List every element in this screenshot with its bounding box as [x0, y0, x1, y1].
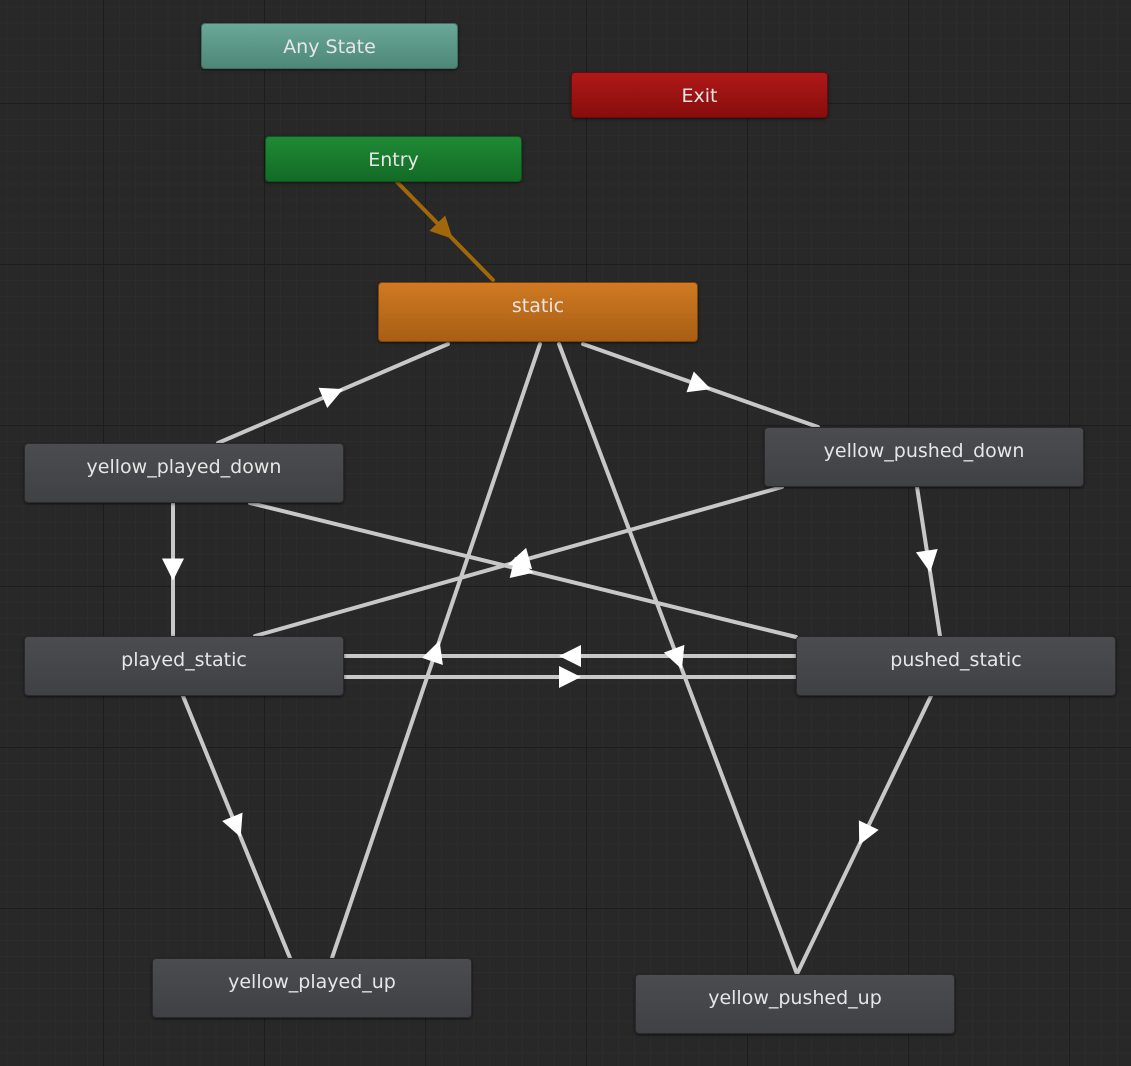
transition-yellow_pushed_down-to-pushed_static[interactable]: [915, 485, 942, 638]
transition-yellow_played_down-to-static[interactable]: [216, 342, 450, 445]
node-static[interactable]: static: [378, 282, 698, 342]
transition-arrow-icon: [422, 640, 443, 665]
node-yellow-pushed-up[interactable]: yellow_pushed_up: [635, 974, 955, 1034]
node-yellow-pushed-down[interactable]: yellow_pushed_down: [764, 427, 1084, 487]
node-exit[interactable]: Exit: [571, 72, 828, 118]
transition-played_static-to-pushed_static[interactable]: [342, 666, 798, 688]
transition-yellow_played_up-to-static[interactable]: [330, 342, 542, 960]
transition-arrow-icon: [858, 820, 879, 845]
transition-pushed_static-to-yellow_pushed_up[interactable]: [795, 694, 933, 976]
transition-arrow-icon: [663, 644, 685, 670]
node-entry[interactable]: Entry: [265, 136, 522, 182]
node-yellow-played-down[interactable]: yellow_played_down: [24, 443, 344, 503]
transition-arrow-icon: [559, 645, 581, 667]
transition-yellow_played_down-to-pushed_static[interactable]: [248, 501, 798, 639]
transition-arrow-icon: [318, 387, 344, 408]
transition-arrow-icon: [507, 547, 533, 570]
transition-pushed_static-to-played_static[interactable]: [342, 645, 798, 667]
transition-static-to-yellow_pushed_down[interactable]: [581, 342, 820, 429]
transition-arrow-icon: [162, 558, 184, 581]
transition-arrow-icon: [559, 666, 581, 688]
transition-static-to-yellow_pushed_up[interactable]: [557, 342, 799, 976]
transition-yellow_played_down-to-played_static[interactable]: [162, 501, 184, 638]
transition-yellow_pushed_down-to-played_static[interactable]: [253, 485, 784, 638]
transition-arrow-icon: [686, 371, 711, 393]
node-played-static[interactable]: played_static: [24, 636, 344, 696]
node-pushed-static[interactable]: pushed_static: [796, 636, 1116, 696]
node-any-state[interactable]: Any State: [201, 23, 458, 69]
transition-arrow-icon: [915, 548, 938, 573]
transition-arrow-icon: [429, 215, 453, 239]
node-yellow-played-up[interactable]: yellow_played_up: [152, 958, 472, 1018]
transition-entry-to-static[interactable]: [395, 180, 495, 282]
transition-arrow-icon: [222, 812, 243, 838]
transition-played_static-to-yellow_played_up[interactable]: [181, 694, 292, 960]
